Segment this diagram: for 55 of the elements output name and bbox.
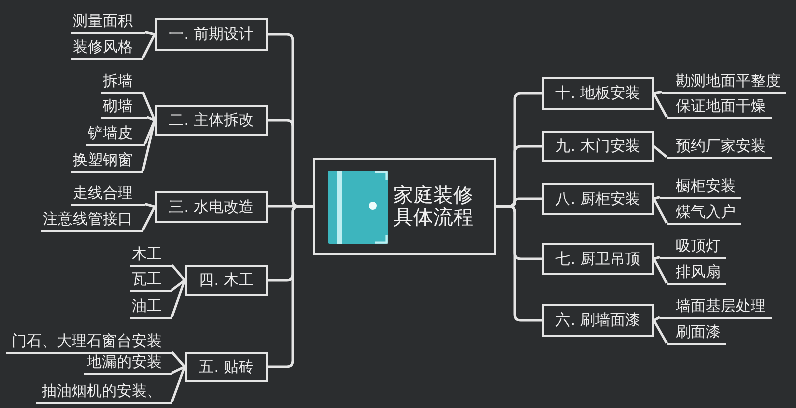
connector-line — [171, 280, 186, 292]
connector-line — [142, 206, 156, 231]
step-box: 九. 木门安装 — [542, 131, 654, 162]
connector-line — [652, 320, 668, 344]
underlined-label: 注意线管接口 — [41, 210, 143, 232]
underlined-label: 墙面基层处理 — [660, 296, 772, 318]
connector-line — [142, 92, 156, 121]
underlined-label: 煤气入户 — [667, 202, 741, 224]
underlined-label: 抽油烟机的安装、 — [36, 382, 172, 404]
underlined-label: 刷面漆 — [667, 322, 726, 344]
step-box: 五. 贴砖 — [185, 352, 268, 382]
underlined-label: 勘测地面平整度 — [662, 72, 786, 94]
underlined-label: 吸顶灯 — [660, 236, 726, 258]
connector-line — [170, 280, 186, 318]
underlined-label: 排风扇 — [667, 262, 726, 284]
underlined-label: 预约厂家安装 — [667, 136, 772, 158]
underlined-label: 拆墙 — [101, 72, 143, 94]
underlined-label: 保证地面干燥 — [667, 96, 772, 118]
underlined-label: 木工 — [130, 244, 172, 266]
connector-line — [652, 92, 668, 118]
step-box: 一. 前期设计 — [155, 18, 268, 51]
step-box: 十. 地板安装 — [542, 77, 654, 110]
connector-line — [170, 366, 186, 403]
underlined-label: 地漏的安装 — [84, 352, 172, 374]
step-box: 六. 刷墙面漆 — [542, 304, 654, 337]
connector-line — [146, 116, 156, 122]
underlined-label: 砌墙 — [101, 96, 147, 118]
connector-line — [496, 92, 542, 208]
connector-line — [171, 264, 186, 282]
step-box: 四. 木工 — [185, 265, 268, 296]
step-box: 八. 厨柜安装 — [542, 183, 654, 215]
step-box: 二. 主体拆改 — [155, 105, 268, 136]
connector-line — [652, 198, 668, 224]
underlined-label: 铲墙皮 — [86, 124, 145, 146]
center-box — [313, 158, 496, 255]
connector-line — [171, 351, 186, 368]
underlined-label: 橱柜安装 — [660, 176, 741, 198]
underlined-label: 换塑钢窗 — [71, 150, 143, 172]
connector-line — [144, 120, 156, 145]
underlined-label: 走线合理 — [71, 184, 145, 206]
connector-line — [653, 146, 668, 158]
connector-line — [144, 31, 156, 36]
step-box: 七. 厨卫吊顶 — [542, 243, 654, 275]
step-box: 三. 水电改造 — [155, 191, 268, 223]
underlined-label: 瓦工 — [130, 270, 172, 292]
underlined-label: 测量面积 — [71, 12, 145, 34]
connector-line — [142, 34, 156, 59]
connector-line — [144, 203, 156, 208]
connector-line — [652, 258, 668, 284]
underlined-label: 装修风格 — [71, 38, 143, 60]
underlined-label: 油工 — [130, 296, 172, 318]
underlined-label: 门石、大理石窗台安装 — [6, 332, 172, 354]
connector-line — [171, 366, 186, 374]
title-text: 家庭装修具体流程 — [394, 184, 474, 228]
connector-line — [268, 205, 313, 368]
